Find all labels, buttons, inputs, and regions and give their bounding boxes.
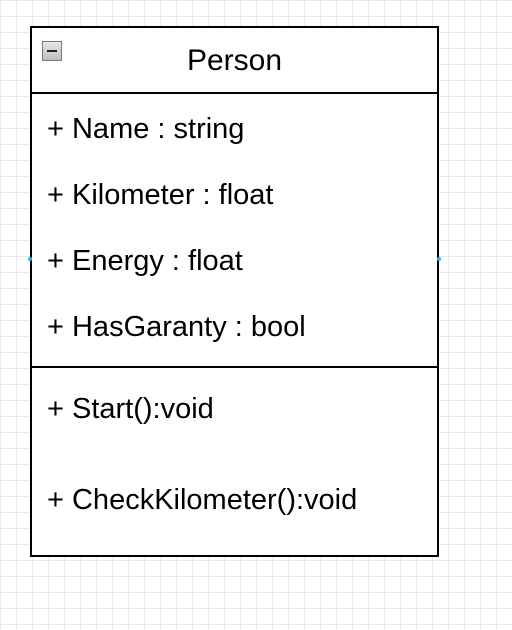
connection-point-right[interactable] <box>437 257 441 261</box>
collapse-icon[interactable] <box>42 41 62 61</box>
connection-point-left[interactable] <box>28 257 32 261</box>
attributes-compartment: + Name : string + Kilometer : float + En… <box>32 94 437 368</box>
class-header: Person <box>32 28 437 94</box>
attribute-name[interactable]: + Name : string <box>47 113 245 145</box>
attribute-energy[interactable]: + Energy : float <box>47 245 243 277</box>
attribute-kilometer[interactable]: + Kilometer : float <box>47 179 274 211</box>
class-name: Person <box>186 44 283 77</box>
methods-compartment: + Start():void + CheckKilometer():void <box>32 368 437 555</box>
uml-class-person[interactable]: Person + Name : string + Kilometer : flo… <box>30 26 439 557</box>
method-start[interactable]: + Start():void <box>47 393 214 425</box>
attribute-hasgaranty[interactable]: + HasGaranty : bool <box>47 311 306 343</box>
method-checkkilometer[interactable]: + CheckKilometer():void <box>47 484 358 516</box>
